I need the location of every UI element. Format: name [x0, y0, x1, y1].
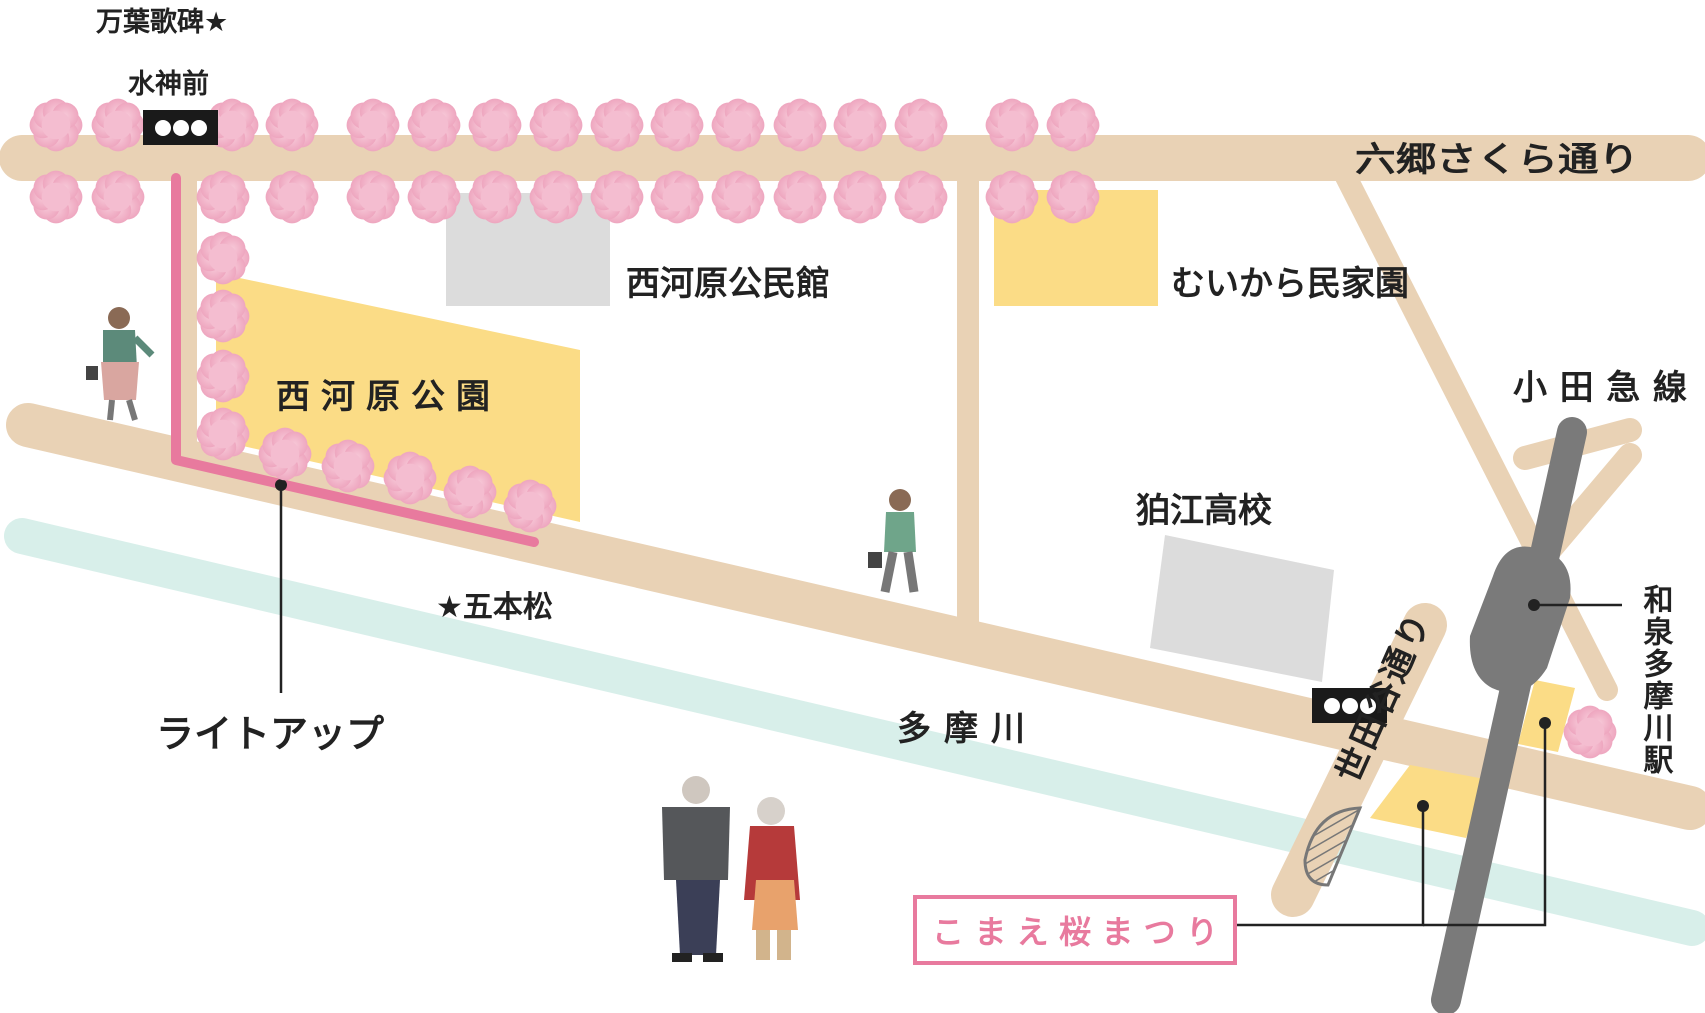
sakura-tree-icon: [468, 98, 522, 152]
festival-label: こまえ桜まつり: [932, 913, 1218, 951]
sakura-tree-icon: [650, 170, 704, 224]
festival-label-box: [913, 895, 1237, 965]
sakura-tree-icon: [650, 98, 704, 152]
sakura-tree-icon: [503, 479, 557, 533]
sakura-tree-icon: [407, 98, 461, 152]
odakyu-sen-label: 小田急線: [1513, 368, 1687, 408]
station-area-east: [1518, 680, 1575, 752]
sakura-tree-icon: [1046, 98, 1100, 152]
sakura-tree-icon: [468, 170, 522, 224]
sakura-tree-icon: [196, 231, 250, 285]
sakura-tree-icon: [1563, 705, 1617, 759]
station-area-west: [1370, 765, 1490, 838]
pedestrian-icon: [868, 489, 919, 593]
sakura-tree-icon: [91, 98, 145, 152]
lightup-label: ライトアップ: [156, 712, 384, 756]
sakura-tree-icon: [773, 98, 827, 152]
odakyu-railway: [1431, 417, 1587, 1013]
sakura-tree-icon: [773, 170, 827, 224]
pedestrian-icon: [744, 797, 800, 960]
sakura-tree-icon: [590, 98, 644, 152]
bridge-icon: [1303, 806, 1363, 887]
sakura-trees: [29, 98, 1617, 759]
sakura-tree-icon: [196, 170, 250, 224]
sakura-tree-icon: [29, 170, 83, 224]
sakura-tree-icon: [258, 427, 312, 481]
leader-lines: [279, 485, 1622, 927]
sakura-tree-icon: [196, 407, 250, 461]
manyo-kahi-label: 万葉歌碑★: [96, 7, 228, 38]
sakura-tree-icon: [383, 451, 437, 505]
komae-high-school-building: [1150, 535, 1334, 682]
sakura-tree-icon: [196, 289, 250, 343]
sakura-tree-icon: [346, 170, 400, 224]
rokugo-sakura-dori-label: 六郷さくら通り: [1355, 140, 1639, 180]
sakura-tree-icon: [265, 170, 319, 224]
sakura-tree-icon: [443, 465, 497, 519]
muikara-minkaen-label: むいから民家園: [1171, 264, 1409, 304]
sakura-tree-icon: [833, 98, 887, 152]
suijinmae-label: 水神前: [128, 68, 209, 100]
sakura-tree-icon: [711, 98, 765, 152]
leader-dots: [275, 479, 1551, 812]
sakura-tree-icon: [196, 349, 250, 403]
sakura-tree-icon: [590, 170, 644, 224]
sakura-tree-icon: [1046, 170, 1100, 224]
tamagawa-label: 多摩川: [897, 709, 1025, 749]
gohonmatsu-label: ★五本松: [436, 590, 553, 625]
nishikawara-koen-label: 西河原公園: [276, 377, 490, 417]
sakura-tree-icon: [894, 98, 948, 152]
sakura-tree-icon: [894, 170, 948, 224]
sakura-tree-icon: [407, 170, 461, 224]
pedestrian-icon: [662, 776, 730, 962]
komae-koko-label: 狛江高校: [1136, 491, 1272, 531]
izumi-tamagawa-station-label: 和泉多摩川駅: [1638, 584, 1674, 775]
sakura-tree-icon: [711, 170, 765, 224]
nishikawara-kominkan-building: [446, 193, 610, 306]
sakura-tree-icon: [985, 170, 1039, 224]
sakura-tree-icon: [205, 98, 259, 152]
sakura-tree-icon: [985, 98, 1039, 152]
traffic-signal-icon: [1312, 688, 1387, 723]
sakura-tree-icon: [321, 439, 375, 493]
sakura-tree-icon: [833, 170, 887, 224]
lightup-route: [171, 173, 539, 547]
tamagawa-river: [4, 518, 1705, 946]
sakura-tree-icon: [29, 98, 83, 152]
sakura-tree-icon: [529, 98, 583, 152]
traffic-signal-icon: [143, 110, 218, 145]
sakura-tree-icon: [265, 98, 319, 152]
pedestrian-icon: [86, 307, 155, 421]
sakura-tree-icon: [529, 170, 583, 224]
nishikawara-kominkan-label: 西河原公民館: [626, 264, 830, 304]
izumi-tamagawa-station-platform: [1469, 546, 1571, 693]
sakura-tree-icon: [346, 98, 400, 152]
sakura-tree-icon: [91, 170, 145, 224]
